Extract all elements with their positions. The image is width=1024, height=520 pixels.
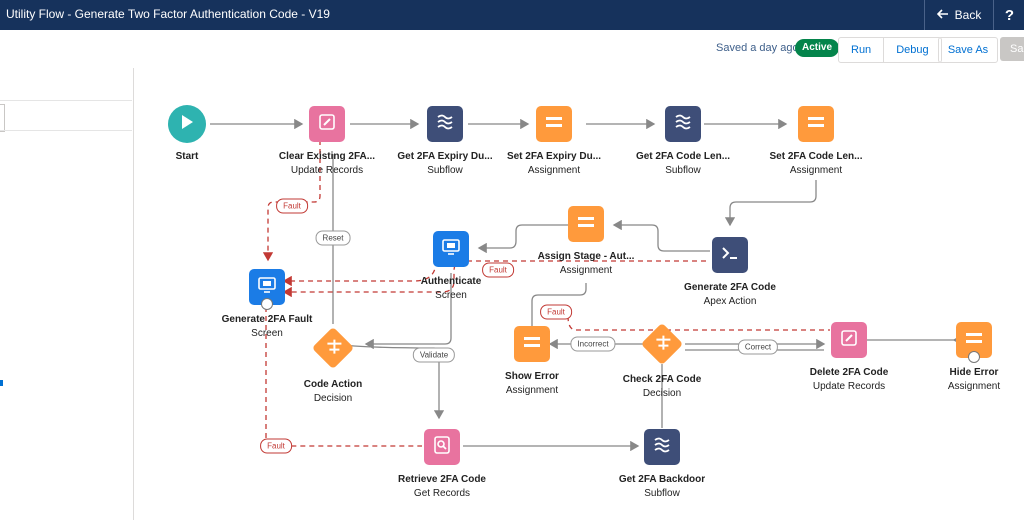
set-code-length-node[interactable] — [798, 106, 834, 142]
equals-icon — [523, 335, 541, 353]
retrieve-code-node[interactable] — [424, 429, 460, 465]
fault-connector-label[interactable]: Fault — [482, 262, 514, 278]
arrow-left-icon — [936, 8, 949, 22]
correct-connector-label[interactable]: Correct — [737, 339, 779, 355]
toolbox-divider — [0, 100, 132, 101]
equals-icon — [965, 331, 983, 349]
decision-icon — [648, 330, 676, 358]
save-button[interactable]: Sa — [1000, 37, 1024, 61]
get-code-length-label: Get 2FA Code Len...Subflow — [635, 151, 731, 176]
toolbox-panel — [0, 68, 134, 520]
fault-connector-label[interactable]: Fault — [260, 438, 292, 454]
get-expiry-label: Get 2FA Expiry Du...Subflow — [397, 151, 493, 176]
run-button[interactable]: Run — [851, 44, 872, 56]
app-header: Utility Flow - Generate Two Factor Authe… — [0, 0, 1024, 30]
back-button[interactable]: Back — [924, 0, 993, 30]
show-error-node[interactable] — [514, 326, 550, 362]
run-debug-group: Run Debug — [838, 37, 942, 63]
back-label: Back — [954, 8, 982, 22]
generate-code-node[interactable] — [712, 237, 748, 273]
equals-icon — [577, 215, 595, 233]
assign-stage-node[interactable] — [568, 206, 604, 242]
authenticate-node[interactable] — [433, 231, 469, 267]
pencil-edit-icon — [317, 112, 337, 137]
start-node[interactable] — [168, 105, 206, 143]
search-records-icon — [432, 435, 452, 460]
toolbox-search-input[interactable] — [0, 104, 5, 132]
check-code-node[interactable] — [640, 322, 684, 366]
flow-title: Utility Flow - Generate Two Factor Authe… — [6, 7, 330, 21]
subflow-wave-icon — [435, 113, 455, 136]
clear-existing-node[interactable] — [309, 106, 345, 142]
set-expiry-node[interactable] — [536, 106, 572, 142]
debug-button[interactable]: Debug — [883, 38, 940, 62]
set-expiry-label: Set 2FA Expiry Du...Assignment — [506, 151, 602, 176]
incorrect-connector-label[interactable]: Incorrect — [570, 336, 616, 352]
save-as-button[interactable]: Save As — [938, 37, 998, 63]
clear-existing-label: Clear Existing 2FA...Update Records — [278, 151, 376, 176]
equals-icon — [545, 115, 563, 133]
screen-icon — [257, 276, 277, 299]
start-label: Start — [175, 151, 199, 162]
terminal-prompt-icon — [720, 244, 740, 267]
reset-connector-label[interactable]: Reset — [315, 230, 351, 246]
subflow-wave-icon — [673, 113, 693, 136]
validate-connector-label[interactable]: Validate — [412, 347, 456, 363]
hide-error-end-ring — [968, 351, 980, 363]
builder-toolbar: Saved a day ago Active Run Debug Save As… — [0, 30, 1024, 69]
equals-icon — [807, 115, 825, 133]
help-button[interactable]: ? — [993, 0, 1024, 30]
decision-icon — [319, 334, 347, 362]
play-icon — [180, 114, 194, 135]
fault-connector-label[interactable]: Fault — [540, 304, 572, 320]
get-backdoor-node[interactable] — [644, 429, 680, 465]
status-badge: Active — [795, 39, 840, 57]
fault-connector-label[interactable]: Fault — [276, 198, 308, 214]
subflow-wave-icon — [652, 436, 672, 459]
toolbox-item-marker[interactable] — [0, 380, 3, 386]
code-action-node[interactable] — [311, 326, 355, 370]
assign-stage-label: Assign Stage - Aut...Assignment — [537, 251, 635, 276]
pencil-edit-icon — [839, 328, 859, 353]
toolbox-divider — [0, 130, 132, 131]
fault-end-ring — [261, 298, 273, 310]
flow-canvas[interactable]: Start Clear Existing 2FA...Update Record… — [134, 68, 1024, 520]
get-expiry-node[interactable] — [427, 106, 463, 142]
delete-code-node[interactable] — [831, 322, 867, 358]
saved-status: Saved a day ago — [716, 42, 799, 54]
get-code-length-node[interactable] — [665, 106, 701, 142]
screen-icon — [441, 238, 461, 261]
set-code-length-label: Set 2FA Code Len...Assignment — [769, 151, 863, 176]
